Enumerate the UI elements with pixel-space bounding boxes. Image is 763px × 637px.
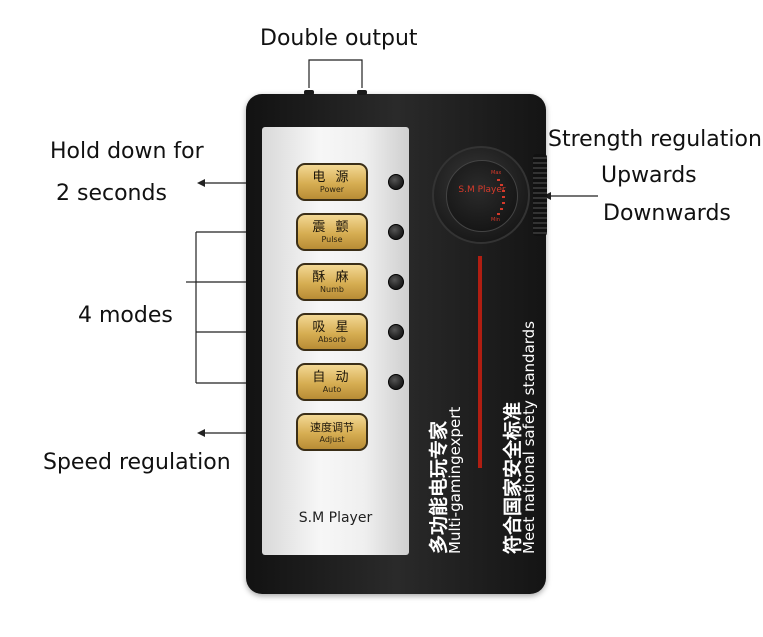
- absorb-button-cn: 吸 星: [312, 319, 352, 335]
- numb-mode-button[interactable]: 酥 麻 Numb: [296, 263, 368, 301]
- panel-brand-text: S.M Player: [298, 510, 373, 526]
- vertical-text-en-1: Multi-gamingexpert: [446, 406, 464, 554]
- auto-mode-button[interactable]: 自 动 Auto: [296, 363, 368, 401]
- upwards-label: Upwards: [601, 163, 697, 188]
- auto-led: [388, 374, 404, 390]
- numb-button-cn: 酥 麻: [312, 269, 352, 285]
- strength-regulation-label: Strength regulation: [548, 127, 762, 152]
- controller-device: 电 源 Power 震 颤 Pulse 酥 麻 Numb 吸 星 Absorb …: [246, 90, 547, 594]
- hold-down-label-line2: 2 seconds: [56, 181, 167, 206]
- power-button[interactable]: 电 源 Power: [296, 163, 368, 201]
- pulse-led: [388, 224, 404, 240]
- knob-face: Max S.M Player Min: [446, 160, 518, 232]
- output-port-left: [304, 90, 314, 95]
- power-led: [388, 174, 404, 190]
- adjust-button-en: Adjust: [319, 434, 345, 444]
- power-button-en: Power: [319, 184, 345, 194]
- absorb-led: [388, 324, 404, 340]
- absorb-button-en: Absorb: [318, 334, 346, 344]
- button-panel: 电 源 Power 震 颤 Pulse 酥 麻 Numb 吸 星 Absorb …: [262, 127, 409, 555]
- power-button-cn: 电 源: [312, 169, 352, 185]
- numb-led: [388, 274, 404, 290]
- adjust-button-cn: 速度调节: [310, 420, 354, 434]
- knob-min-label: Min: [491, 217, 500, 223]
- absorb-mode-button[interactable]: 吸 星 Absorb: [296, 313, 368, 351]
- vertical-text-en-2: Meet national safety standards: [520, 321, 538, 554]
- auto-button-cn: 自 动: [312, 369, 352, 385]
- knob-max-label: Max: [491, 170, 502, 176]
- output-port-right: [357, 90, 367, 95]
- strength-wheel[interactable]: [533, 154, 547, 236]
- auto-button-en: Auto: [322, 384, 342, 394]
- pulse-button-cn: 震 颤: [312, 219, 352, 235]
- downwards-label: Downwards: [603, 201, 731, 226]
- hold-down-label-line1: Hold down for: [50, 139, 204, 164]
- adjust-speed-button[interactable]: 速度调节 Adjust: [296, 413, 368, 451]
- strength-knob[interactable]: Max S.M Player Min: [432, 146, 530, 244]
- pulse-button-en: Pulse: [321, 234, 343, 244]
- knob-scale-icon: [497, 179, 505, 215]
- pulse-mode-button[interactable]: 震 颤 Pulse: [296, 213, 368, 251]
- four-modes-label: 4 modes: [78, 303, 173, 328]
- speed-regulation-label: Speed regulation: [43, 450, 231, 475]
- red-accent-stripe: [478, 256, 482, 468]
- double-output-label: Double output: [260, 26, 418, 51]
- numb-button-en: Numb: [320, 284, 344, 294]
- knob-brand-label: S.M Player: [458, 185, 506, 195]
